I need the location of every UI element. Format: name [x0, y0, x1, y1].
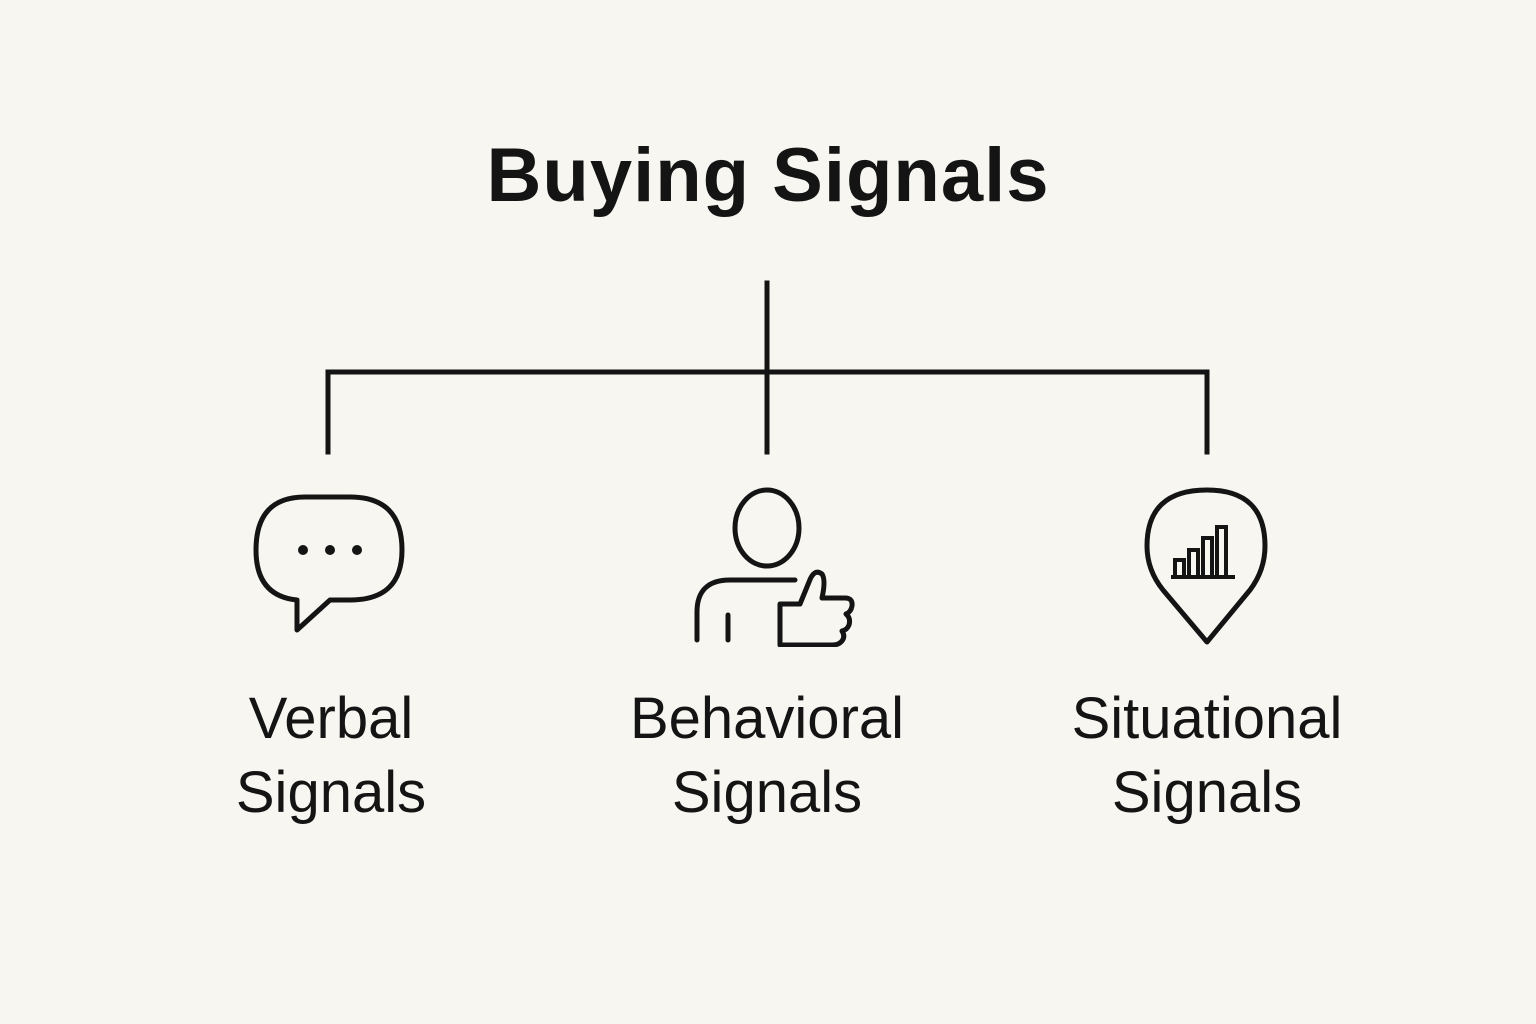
branch-label-verbal: Verbal Signals — [151, 682, 511, 830]
location-pin-bar-chart-icon — [1144, 487, 1268, 645]
branch-label-behavioral-line2: Signals — [671, 760, 863, 825]
branch-label-verbal-line1: Verbal — [248, 686, 414, 751]
branch-label-situational-line1: Situational — [1071, 686, 1343, 751]
branch-label-verbal-line2: Signals — [235, 760, 427, 825]
speech-bubble-icon — [253, 494, 405, 633]
diagram-title: Buying Signals — [486, 133, 1050, 218]
person-thumbs-up-icon — [694, 487, 855, 647]
branch-label-behavioral: Behavioral Signals — [587, 682, 947, 830]
branch-label-situational-line2: Signals — [1111, 760, 1303, 825]
branch-label-situational: Situational Signals — [1027, 682, 1387, 830]
branch-label-behavioral-line1: Behavioral — [629, 686, 905, 751]
